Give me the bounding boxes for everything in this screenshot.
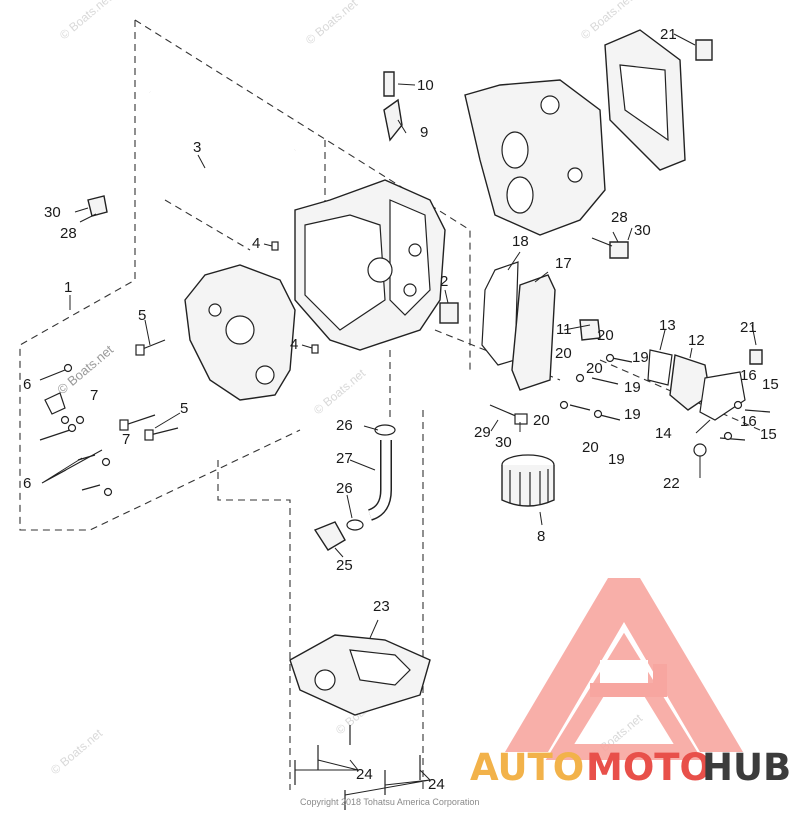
- callout-13: 13: [659, 317, 676, 334]
- cover-17: [511, 274, 556, 391]
- callout-29: 29: [474, 424, 491, 441]
- gasket-18: [481, 261, 519, 366]
- callout-16: 16: [740, 367, 757, 384]
- callout-6: 6: [23, 376, 31, 393]
- watermark-text: © Boats.net: [54, 342, 116, 398]
- callout-27: 27: [336, 450, 353, 467]
- automotohub-logo: AUTO MOTO HUB: [470, 578, 791, 789]
- callout-7: 7: [122, 431, 130, 448]
- leader-lines: [41, 33, 757, 796]
- callout-30: 30: [634, 222, 651, 239]
- callout-30: 30: [495, 434, 512, 451]
- callout-15: 15: [762, 376, 779, 393]
- callout-22: 22: [663, 475, 680, 492]
- callout-3: 3: [193, 139, 201, 156]
- callout-24: 24: [356, 766, 373, 783]
- callout-10: 10: [417, 77, 434, 94]
- callout-12: 12: [688, 332, 705, 349]
- sensor-25: [313, 521, 346, 551]
- watermark-text: © Boats.net: [57, 0, 115, 42]
- callout-6: 6: [23, 475, 31, 492]
- callout-19: 19: [608, 451, 625, 468]
- logo-word-hub: HUB: [702, 746, 791, 789]
- hose-3: [149, 91, 296, 173]
- callout-5: 5: [138, 307, 146, 324]
- callout-28: 28: [611, 209, 628, 226]
- oil-filter-8: [501, 454, 555, 507]
- callout-25: 25: [336, 557, 353, 574]
- callout-7: 7: [90, 387, 98, 404]
- callout-30: 30: [44, 204, 61, 221]
- callout-20: 20: [582, 439, 599, 456]
- callout-24: 24: [428, 776, 445, 793]
- logo-word-auto: AUTO: [470, 746, 584, 789]
- callout-28: 28: [60, 225, 77, 242]
- callout-1: 1: [64, 279, 72, 296]
- callout-14: 14: [655, 425, 672, 442]
- callout-20: 20: [555, 345, 572, 362]
- callout-5: 5: [180, 400, 188, 417]
- callout-8: 8: [537, 528, 545, 545]
- callout-2: 2: [440, 273, 448, 290]
- clip-26: [346, 519, 364, 531]
- callout-23: 23: [373, 598, 390, 615]
- rocker-cover: [604, 29, 686, 171]
- callout-20: 20: [597, 327, 614, 344]
- callout-19: 19: [632, 349, 649, 366]
- watermark-text: © Boats.net: [303, 0, 361, 47]
- crankcase-block: [294, 179, 446, 351]
- callout-18: 18: [512, 233, 529, 250]
- gasket-13: [647, 349, 673, 386]
- callout-numbers: 1 2 3 4 4 5 5 6 6 7 7 8 9 10 11 12 13 14…: [23, 26, 779, 793]
- fastener-bolts: [39, 39, 771, 810]
- callout-4: 4: [252, 235, 260, 252]
- thermostat-cover-12: [669, 354, 711, 411]
- logo-word-moto: MOTO: [586, 746, 711, 789]
- clip-26: [374, 424, 396, 436]
- callout-21: 21: [660, 26, 677, 43]
- callout-19: 19: [624, 379, 641, 396]
- callout-21: 21: [740, 319, 757, 336]
- bracket-14: [699, 371, 746, 421]
- callout-15: 15: [760, 426, 777, 443]
- intake-body: [184, 264, 296, 401]
- callout-16: 16: [740, 413, 757, 430]
- callout-20: 20: [586, 360, 603, 377]
- callout-26: 26: [336, 480, 353, 497]
- callout-20: 20: [533, 412, 550, 429]
- callout-19: 19: [624, 406, 641, 423]
- callout-4: 4: [290, 336, 298, 353]
- copyright-notice: Copyright 2018 Tohatsu America Corporati…: [300, 797, 479, 807]
- callout-11: 11: [556, 321, 572, 338]
- callout-26: 26: [336, 417, 353, 434]
- cylinder-head: [464, 79, 606, 236]
- plate-23: [289, 634, 431, 716]
- watermark-text: © Boats.net: [311, 366, 369, 418]
- callout-17: 17: [555, 255, 572, 272]
- watermark-text: © Boats.net: [48, 726, 106, 778]
- callout-9: 9: [420, 124, 428, 141]
